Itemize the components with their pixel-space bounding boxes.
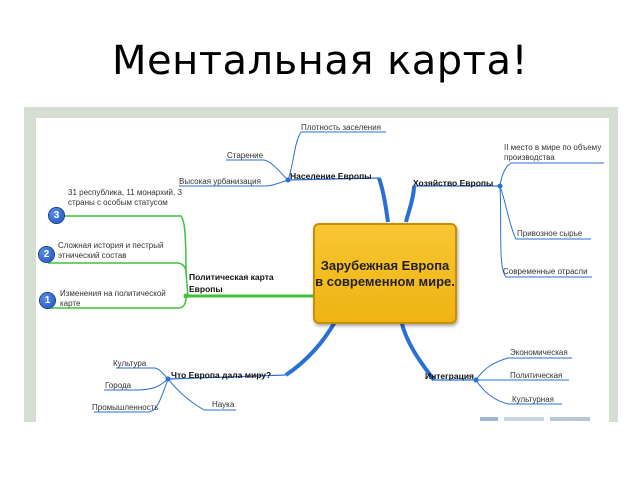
gift-item[interactable]: Промышленность: [92, 403, 159, 412]
central-topic[interactable]: Зарубежная Европа в современном мире.: [313, 223, 457, 324]
trunk-population: [377, 177, 390, 223]
number-badge-icon: 2: [39, 247, 54, 262]
integration-item[interactable]: Экономическая: [510, 348, 568, 357]
integration-item[interactable]: Политическая: [510, 371, 563, 380]
branch-economy-title[interactable]: Хозяйство Европы: [413, 178, 494, 188]
mind-map-canvas: Зарубежная Европа в современном мире. На…: [36, 118, 609, 422]
gift-item[interactable]: Города: [105, 381, 132, 390]
integration-item[interactable]: Культурная: [512, 395, 555, 404]
economy-item[interactable]: II место в мире по объему производства: [504, 143, 602, 162]
branch-integration-title[interactable]: Интеграция: [425, 371, 475, 381]
central-topic-text: Зарубежная Европа в современном мире.: [315, 257, 455, 289]
branch-gift-title[interactable]: Что Европа дала миру?: [171, 370, 272, 380]
politics-item[interactable]: Сложная история и пестрый этнический сос…: [58, 241, 164, 260]
trunk-economy: [404, 185, 416, 223]
gift-item[interactable]: Культура: [113, 359, 147, 368]
number-badge-icon: 3: [49, 208, 64, 223]
gift-item[interactable]: Наука: [212, 400, 235, 409]
slide-title: Ментальная карта!: [111, 38, 529, 84]
trunk-gift: [284, 319, 338, 377]
number-badge-icon: 1: [40, 293, 55, 308]
watermark-icon: [480, 417, 590, 421]
branch-population-title[interactable]: Население Европы: [290, 171, 372, 181]
economy-item[interactable]: Привозное сырье: [517, 229, 583, 238]
branch-politics-title[interactable]: Политическая карта Европы: [189, 272, 274, 294]
population-item[interactable]: Старение: [227, 151, 264, 160]
politics-item[interactable]: Изменения на политической карте: [60, 289, 166, 308]
mind-map-links: [48, 131, 604, 413]
trunk-integration: [399, 319, 436, 382]
population-item[interactable]: Высокая урбанизация: [179, 177, 261, 186]
politics-item[interactable]: 31 республика, 11 монархий, 3 страны с о…: [68, 188, 182, 207]
population-item[interactable]: Плотность заселения: [301, 123, 382, 132]
economy-item[interactable]: Современные отрасли: [503, 267, 588, 276]
